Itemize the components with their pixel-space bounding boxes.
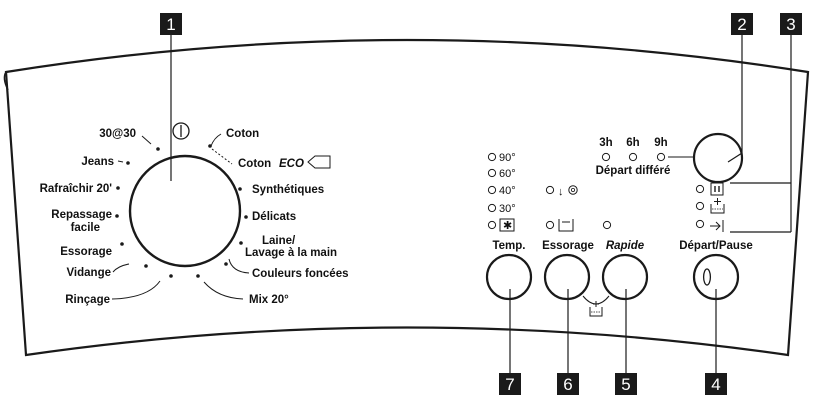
rapide-button-label: Rapide (606, 240, 645, 252)
delay-button[interactable] (692, 132, 744, 184)
program-repassage-1: Repassage (51, 209, 112, 221)
program-mix: Mix 20° (249, 294, 289, 306)
callout-lines (170, 34, 792, 373)
program-essorage: Essorage (60, 246, 112, 258)
program-dial[interactable] (128, 154, 242, 268)
delay-indicators (601, 152, 666, 162)
extra-rinse-icon (589, 301, 603, 317)
callout-4: 4 (705, 373, 727, 395)
program-laine-1: Laine/ (262, 235, 296, 247)
start-pause-icon (702, 268, 712, 286)
program-synthetiques: Synthétiques (252, 184, 324, 196)
pause-icon (710, 182, 724, 196)
temp-button[interactable] (485, 253, 533, 301)
callout-6: 6 (557, 373, 579, 395)
temp-30: 30° (499, 203, 516, 215)
callout-3: 3 (780, 13, 802, 35)
temp-90: 90° (499, 152, 516, 164)
svg-text:1: 1 (166, 15, 175, 34)
callout-2: 2 (731, 13, 753, 35)
status-indicators (695, 184, 705, 229)
start-button-label: Départ/Pause (679, 240, 753, 252)
program-laine-2: Lavage à la main (245, 247, 337, 259)
svg-text:4: 4 (711, 375, 720, 394)
panel-inner-line (3, 71, 9, 91)
temp-button-label: Temp. (492, 240, 525, 252)
svg-text:2: 2 (737, 15, 746, 34)
rinse-tub-icon (710, 198, 725, 214)
spin-indicators (545, 185, 612, 230)
spin-reduce-icon: ↓ (558, 185, 578, 198)
temp-40: 40° (499, 185, 516, 197)
program-30at30: 30@30 (99, 128, 136, 140)
power-icon (172, 122, 190, 140)
delay-9h: 9h (654, 137, 667, 149)
delay-6h: 6h (626, 137, 639, 149)
panel-outline (4, 38, 810, 357)
spin-button[interactable] (543, 253, 591, 301)
spin-button-label: Essorage (542, 240, 594, 252)
eco-tag-icon (307, 155, 331, 169)
callout-7: 7 (499, 373, 521, 395)
program-leader-lines (111, 133, 250, 300)
program-rafraichir: Rafraîchir 20' (40, 183, 113, 195)
program-vidange: Vidange (66, 267, 111, 279)
program-repassage-2: facile (71, 222, 100, 234)
callout-1: 1 (160, 13, 182, 35)
dial-position-dots (115, 144, 248, 278)
temperature-indicators (487, 152, 497, 230)
program-coton-eco: Coton (238, 158, 271, 170)
svg-text:↓: ↓ (558, 186, 564, 198)
delay-label: Départ différé (596, 165, 671, 177)
rapide-button[interactable] (601, 253, 649, 301)
temp-60: 60° (499, 168, 516, 180)
svg-text:5: 5 (621, 375, 630, 394)
program-eco-tag: ECO (279, 158, 304, 170)
svg-text:3: 3 (786, 15, 795, 34)
svg-text:6: 6 (563, 375, 572, 394)
program-jeans: Jeans (81, 156, 114, 168)
program-coton: Coton (226, 128, 259, 140)
end-icon (710, 220, 724, 232)
program-delicats: Délicats (252, 211, 296, 223)
delay-3h: 3h (599, 137, 612, 149)
program-couleurs: Couleurs foncées (252, 268, 349, 280)
cold-wash-icon: ✱ (499, 218, 515, 232)
callout-5: 5 (615, 373, 637, 395)
svg-text:✱: ✱ (503, 220, 512, 232)
no-spin-icon (558, 219, 574, 232)
program-rincage: Rinçage (65, 294, 110, 306)
svg-text:7: 7 (505, 375, 514, 394)
